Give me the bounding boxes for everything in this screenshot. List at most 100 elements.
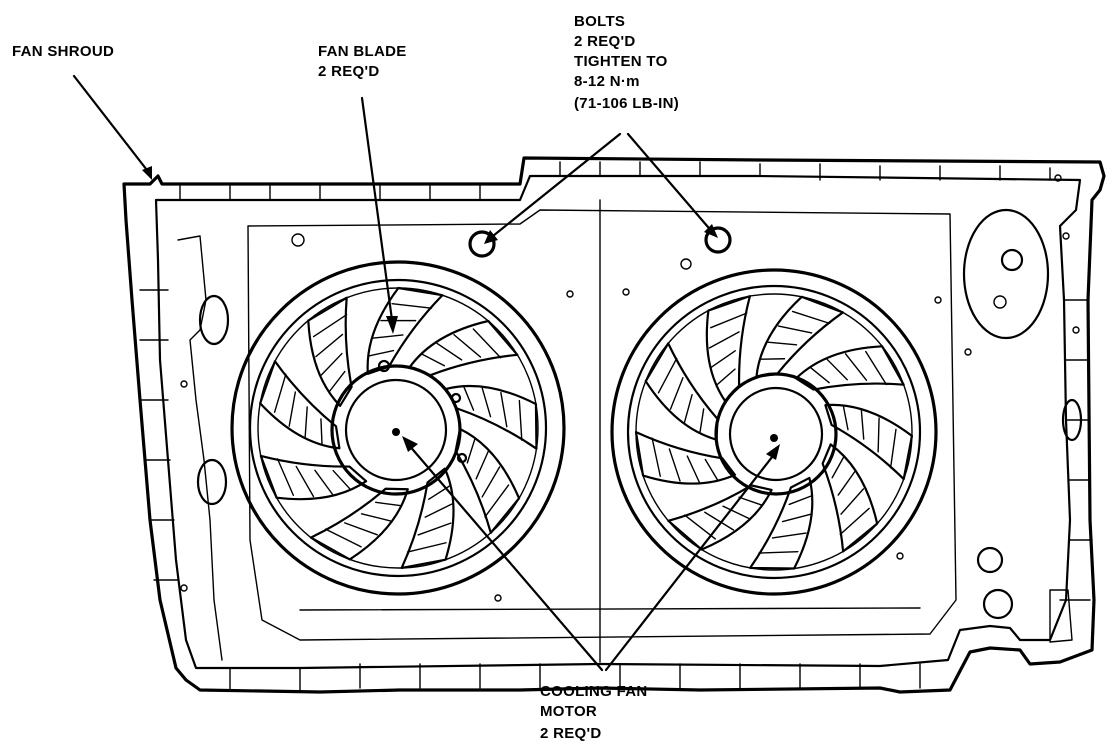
left-fan-blade <box>402 469 454 568</box>
right-boss-mid <box>994 296 1006 308</box>
left-motor-shaft <box>392 428 400 436</box>
leader-bolts-right <box>628 134 714 234</box>
left-fan-blade <box>311 489 408 560</box>
left-fan-blade <box>410 321 518 375</box>
right-fan-blade-hatch <box>670 378 682 409</box>
right-fan-blade-hatch <box>759 552 798 553</box>
right-fan-blade-hatch <box>878 418 879 452</box>
label-motor-line1: COOLING FAN <box>540 683 647 700</box>
left-oval-lower <box>198 460 226 504</box>
right-fan-blade-hatch <box>711 313 747 328</box>
label-bolts-line2: 2 REQ'D <box>574 33 636 50</box>
right-fan-blade-hatch <box>843 406 847 429</box>
left-fan-blade <box>456 429 519 533</box>
right-fan-blade <box>668 485 771 549</box>
right-fan-blade-hatch <box>861 410 863 439</box>
right-motor-housing-inner <box>730 388 822 480</box>
right-fan-blade-hatch <box>669 449 680 481</box>
left-fan-blade-hatch <box>485 485 509 517</box>
label-fan-blade-line1: FAN BLADE <box>318 43 407 60</box>
left-fan-blade-hatch <box>425 504 452 517</box>
right-boss-lower-a <box>978 548 1002 572</box>
right-fan-blade-hatch <box>811 368 829 383</box>
left-fan-blade-hatch <box>321 419 322 444</box>
right-fan-blade-hatch <box>658 358 676 392</box>
shroud-holes <box>181 175 1079 601</box>
right-fan-blade-hatch <box>866 352 887 385</box>
arrow-fan-shroud <box>142 166 152 180</box>
left-fan-blade-hatch <box>473 329 500 358</box>
left-fan-blade <box>260 361 339 448</box>
left-fan-blade-hatch <box>407 543 446 552</box>
left-fan-blade <box>368 288 443 374</box>
right-motor-housing-outer <box>716 374 836 494</box>
left-fan-blade-hatch <box>476 452 488 479</box>
right-fan-blade-hatch <box>783 514 811 521</box>
right-fan-blades <box>636 296 912 568</box>
left-fan-ring-outer <box>232 262 564 594</box>
left-fan-blades <box>260 288 536 568</box>
left-fan-blade-hatch <box>296 466 313 496</box>
left-fan-blade-hatch <box>482 388 490 417</box>
right-fan-blade-hatch <box>739 497 761 505</box>
left-fan-blade-hatch <box>422 354 444 365</box>
arrow-fan-blade <box>386 316 398 334</box>
left-fan-blade-hatch <box>437 343 462 360</box>
left-fan-blade-hatch <box>289 392 295 426</box>
left-fan-blade-hatch <box>501 393 507 427</box>
left-fan-assembly <box>232 232 564 594</box>
callout-labels: FAN SHROUD FAN BLADE 2 REQ'D BOLTS 2 REQ… <box>12 13 679 742</box>
shroud-bottom-ribs <box>230 608 920 690</box>
left-fan-blade-hatch <box>482 467 499 497</box>
left-fan-blade-hatch <box>362 514 391 521</box>
left-fan-blade-hatch <box>277 459 293 495</box>
right-fan-blade-hatch <box>687 456 699 482</box>
right-fan-blade-hatch <box>840 508 869 534</box>
left-fan-blade-hatch <box>467 439 474 463</box>
left-fan-blade-hatch <box>345 523 378 535</box>
right-fan-blade-hatch <box>832 457 843 478</box>
label-bolts-line3: TIGHTEN TO <box>574 53 668 70</box>
label-bolts-line5: (71-106 LB-IN) <box>574 95 679 112</box>
left-fan-blade-hatch <box>314 315 347 337</box>
label-motor-line3: 2 REQ'D <box>540 725 602 742</box>
right-fan-ring-outer <box>612 270 936 594</box>
right-fan-blade-hatch <box>712 351 736 367</box>
right-fan-blade-hatch <box>705 460 717 480</box>
right-boss-lower-b <box>984 590 1012 618</box>
label-fan-shroud: FAN SHROUD <box>12 43 114 60</box>
left-fan-blade-hatch <box>369 351 393 356</box>
right-boss-upper <box>1002 250 1022 270</box>
right-fan-blade-hatch <box>789 496 811 504</box>
label-motor-line2: MOTOR <box>540 703 597 720</box>
right-fan-blade-hatch <box>717 369 735 384</box>
right-fan-blade-hatch <box>685 395 693 423</box>
right-fan-assembly <box>612 228 936 594</box>
left-fan-blade-hatch <box>275 374 286 412</box>
left-fan-blade-hatch <box>321 354 342 375</box>
right-motor-shaft <box>770 434 778 442</box>
left-fan-blade-hatch <box>392 304 431 308</box>
leader-fan-shroud <box>74 76 150 174</box>
leader-motor-left <box>408 444 602 670</box>
left-fan-blade-hatch <box>305 407 307 437</box>
left-oval-upper <box>200 296 228 344</box>
left-fan-blade-hatch <box>519 401 521 441</box>
right-fan-blade-hatch <box>827 359 847 379</box>
right-fan-blade <box>756 297 842 377</box>
right-fan-blade-hatch <box>779 326 812 333</box>
right-fan-blade <box>646 343 718 439</box>
label-fan-blade-line2: 2 REQ'D <box>318 63 380 80</box>
right-oval-upper <box>964 210 1048 338</box>
right-fan-blade-hatch <box>700 409 704 432</box>
shroud-inner-frame <box>156 176 1080 668</box>
label-bolts-line1: BOLTS <box>574 13 625 30</box>
right-fan-blade-hatch <box>768 342 797 345</box>
right-fan-blade-hatch <box>705 512 734 530</box>
leader-motor-right <box>606 452 776 670</box>
arrow-motor-left <box>402 436 418 452</box>
right-fan-blade-hatch <box>793 311 830 323</box>
right-fan-blade-hatch <box>773 533 806 538</box>
